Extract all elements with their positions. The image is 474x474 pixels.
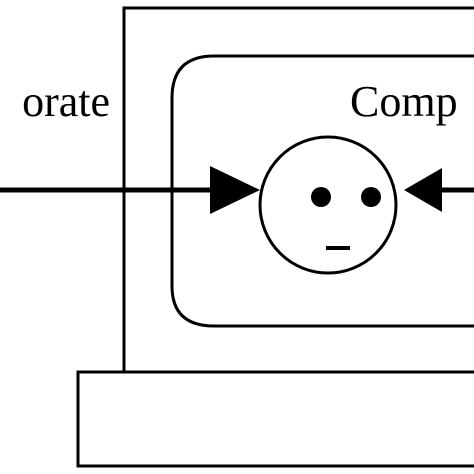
arrowhead-right-icon xyxy=(210,166,260,214)
neutral-face-icon xyxy=(258,135,398,275)
computer-base xyxy=(76,370,474,468)
right-eye xyxy=(361,187,381,207)
label-right: Comp xyxy=(350,77,458,126)
arrowhead-left-icon xyxy=(404,168,442,212)
label-left: orate xyxy=(22,77,110,126)
left-eye xyxy=(311,187,331,207)
face-outline xyxy=(258,135,398,275)
monitor-frame xyxy=(122,6,474,372)
